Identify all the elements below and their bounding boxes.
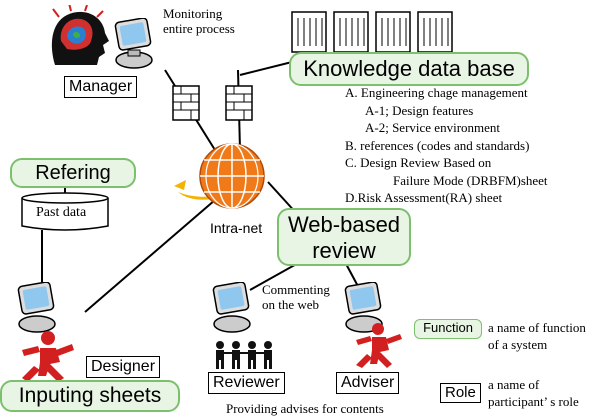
monitoring-line-2: entire process	[163, 21, 235, 36]
knowledge-database-label: Knowledge data base	[289, 52, 529, 86]
legend-function-sample: Function	[414, 319, 482, 339]
monitoring-line-1: Monitoring	[163, 6, 223, 21]
web-review-line-1: Web-based	[287, 212, 401, 237]
adviser-computer-icon	[344, 282, 383, 333]
web-review-line-2: review	[312, 238, 376, 263]
web-review-label: Web-based review	[277, 208, 411, 266]
legend-role-line-2: participant’ s role	[488, 394, 579, 409]
adviser-role-label: Adviser	[336, 372, 400, 394]
manager-role-label: Manager	[64, 76, 138, 98]
manager-head-icon	[51, 5, 109, 65]
commenting-note: Commenting on the web	[262, 282, 330, 312]
intranet-globe-icon	[174, 143, 265, 209]
designer-computer-icon	[17, 282, 56, 333]
legend-role-line-1: a name of	[488, 377, 540, 392]
designer-role-label: Designer	[86, 356, 161, 378]
intranet-label: Intra-net	[210, 220, 263, 236]
commenting-line-1: Commenting	[262, 282, 330, 297]
kb-item: A-1; Design features	[365, 102, 474, 118]
kb-item: B. references (codes and standards)	[345, 137, 530, 153]
monitoring-note: Monitoring entire process	[163, 6, 235, 36]
manager-computer-icon	[114, 18, 153, 69]
line-reviewer-webreview	[249, 261, 301, 291]
adviser-runner-icon	[356, 323, 402, 368]
line-intranet-designer	[84, 199, 216, 313]
past-data-cylinder	[21, 192, 109, 231]
reviewer-computer-icon	[212, 282, 251, 333]
inputing-sheets-label: Inputing sheets	[0, 380, 180, 412]
reviewer-role-label: Reviewer	[208, 372, 285, 394]
reviewer-people-icon	[216, 341, 272, 369]
commenting-line-2: on the web	[262, 297, 320, 312]
kb-item: A-2; Service environment	[365, 120, 501, 135]
legend-role-sample: Role	[440, 383, 481, 403]
firewall-icon-right	[225, 85, 253, 121]
legend-function-line-2: of a system	[488, 337, 548, 352]
legend-function-desc: a name of function of a system	[488, 319, 586, 353]
kb-item: D.Risk Assessment(RA) sheet	[345, 190, 503, 205]
refering-label: Refering	[10, 158, 136, 188]
legend-function-line-1: a name of function	[488, 320, 586, 335]
knowledge-base-items: A. Engineering chage management A-1; Des…	[345, 84, 548, 207]
designer-runner-icon	[22, 331, 74, 382]
legend-role-desc: a name of participant’ s role	[488, 376, 579, 410]
firewall-icon-left	[172, 85, 200, 121]
server-rack-icons	[291, 11, 453, 53]
past-data-label: Past data	[36, 205, 87, 220]
kb-item: Failure Mode (DRBFM)sheet	[393, 172, 548, 188]
kb-item: A. Engineering chage management	[345, 85, 528, 100]
advises-note: Providing advises for contents	[226, 401, 384, 416]
kb-item: C. Design Review Based on	[345, 155, 492, 170]
